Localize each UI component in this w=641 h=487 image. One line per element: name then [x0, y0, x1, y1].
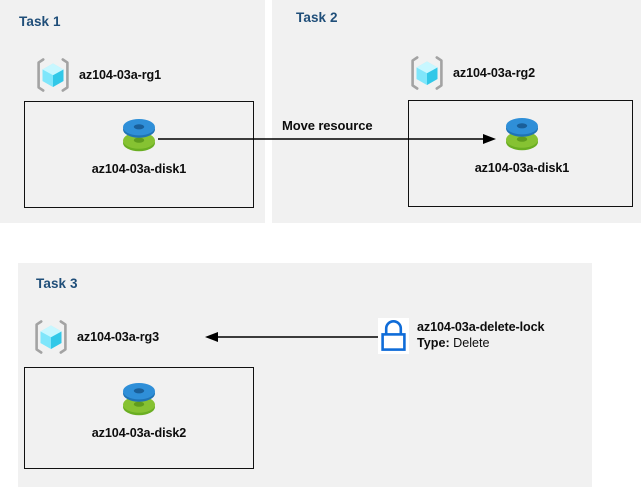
lock-title: az104-03a-delete-lock	[417, 320, 545, 334]
resource-group-icon	[408, 54, 446, 92]
resource-group-3-box	[24, 367, 254, 469]
disk-1-source-label: az104-03a-disk1	[91, 162, 187, 176]
connector-move-resource-label: Move resource	[282, 118, 373, 133]
panel-task-2	[272, 0, 641, 223]
disk-icon	[79, 113, 199, 157]
panel-task-1	[0, 0, 265, 223]
task-2-label: Task 2	[296, 10, 338, 25]
node-delete-lock: az104-03a-delete-lock Type: Delete	[378, 318, 545, 354]
lock-icon	[378, 318, 409, 354]
task-3-label: Task 3	[36, 276, 78, 291]
disk-1-target-label: az104-03a-disk1	[474, 161, 570, 175]
lock-type-row: Type: Delete	[417, 335, 544, 351]
lock-type-label: Type:	[417, 336, 450, 350]
disk-icon	[79, 377, 199, 421]
resource-group-1-box	[24, 101, 254, 208]
panel-task-3	[18, 263, 592, 487]
node-resource-group-3: az104-03a-rg3	[32, 318, 159, 356]
connector-lock-applies	[205, 332, 385, 342]
node-resource-group-2: az104-03a-rg2	[408, 54, 535, 92]
disk-2-label: az104-03a-disk2	[91, 426, 187, 440]
node-disk-1-target: az104-03a-disk1	[462, 112, 582, 175]
node-disk-2: az104-03a-disk2	[79, 377, 199, 440]
resource-group-2-label: az104-03a-rg2	[453, 66, 536, 80]
resource-group-icon	[34, 56, 72, 94]
node-disk-1-source: az104-03a-disk1	[79, 113, 199, 176]
disk-icon	[462, 112, 582, 156]
resource-group-2-box	[408, 100, 633, 207]
task-1-label: Task 1	[19, 14, 61, 29]
connector-move-resource	[158, 134, 496, 144]
resource-group-1-label: az104-03a-rg1	[79, 68, 162, 82]
lock-type-value: Delete	[453, 336, 490, 350]
resource-group-3-label: az104-03a-rg3	[77, 330, 160, 344]
resource-group-icon	[32, 318, 70, 356]
lock-text-group: az104-03a-delete-lock Type: Delete	[417, 318, 545, 351]
node-resource-group-1: az104-03a-rg1	[34, 56, 161, 94]
